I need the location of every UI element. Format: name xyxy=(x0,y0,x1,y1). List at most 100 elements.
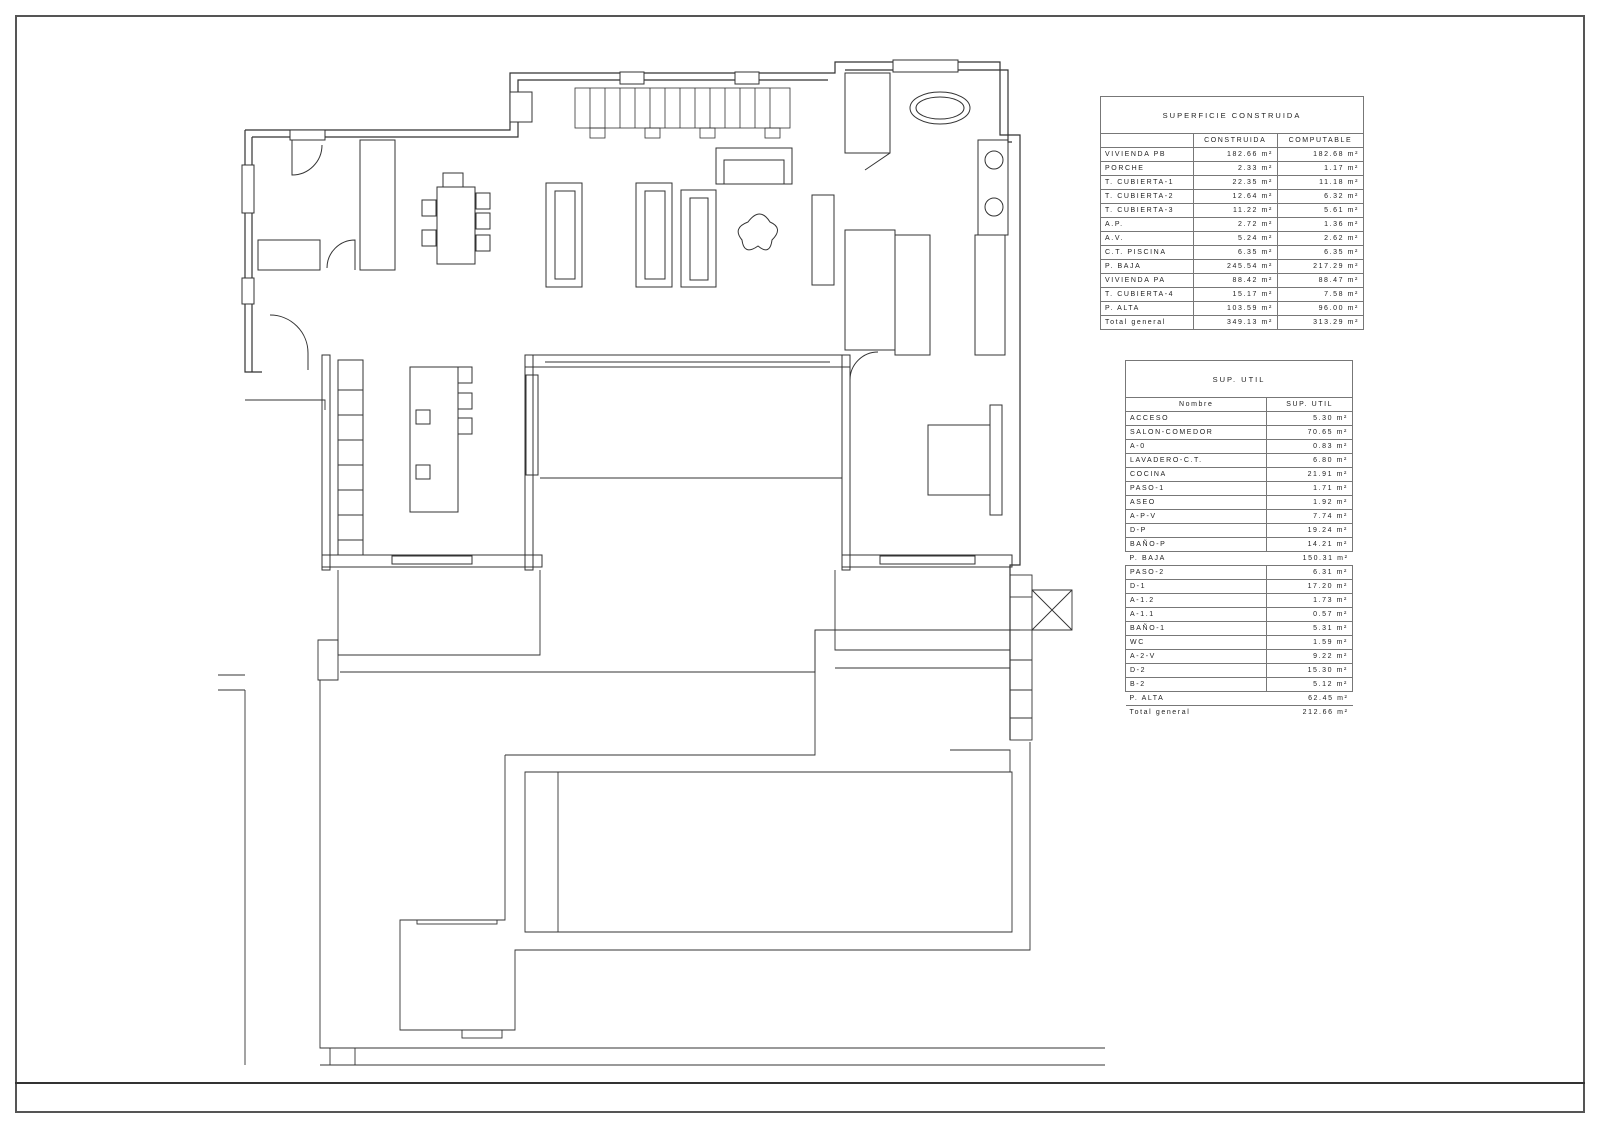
construida-value: 15.17 m² xyxy=(1192,287,1278,302)
area-value: 5.12 m² xyxy=(1266,677,1353,692)
row-name: VIVIENDA PA xyxy=(1100,273,1194,288)
area-value: 5.30 m² xyxy=(1266,411,1353,426)
room-name: SALON-COMEDOR xyxy=(1124,425,1268,440)
area-value: 150.31 m² xyxy=(1266,551,1353,566)
computable-value: 6.35 m² xyxy=(1276,245,1365,260)
area-value: 6.31 m² xyxy=(1266,565,1353,580)
interior-walls xyxy=(269,314,1013,571)
area-value: 15.30 m² xyxy=(1266,663,1353,678)
computable-value: 7.58 m² xyxy=(1276,287,1365,302)
room-name: D-P xyxy=(1124,523,1268,538)
computable-value: 1.36 m² xyxy=(1276,217,1365,232)
area-value: 21.91 m² xyxy=(1266,467,1353,482)
row-name: Total general xyxy=(1100,315,1194,330)
site-lines xyxy=(218,399,1105,1066)
computable-value: 217.29 m² xyxy=(1276,259,1365,274)
room-name: P. BAJA xyxy=(1125,551,1267,566)
room-name: B-2 xyxy=(1124,677,1268,692)
lavadero-room xyxy=(257,139,396,271)
room-name: D-1 xyxy=(1124,579,1268,594)
room-name: ASEO xyxy=(1124,495,1268,510)
construida-value: 5.24 m² xyxy=(1192,231,1278,246)
table-title: SUPERFICIE CONSTRUIDA xyxy=(1100,96,1364,134)
room-name: D-2 xyxy=(1124,663,1268,678)
area-value: 70.65 m² xyxy=(1266,425,1353,440)
computable-value: 11.18 m² xyxy=(1276,175,1365,190)
column-header xyxy=(1100,133,1194,148)
computable-value: 313.29 m² xyxy=(1276,315,1365,330)
area-value: 1.71 m² xyxy=(1266,481,1353,496)
computable-value: 1.17 m² xyxy=(1276,161,1365,176)
row-name: PORCHE xyxy=(1100,161,1194,176)
area-value: 14.21 m² xyxy=(1266,537,1353,552)
living-furniture xyxy=(545,147,835,288)
row-name: VIVIENDA PB xyxy=(1100,147,1194,162)
room-name: LAVADERO-C.T. xyxy=(1124,453,1268,468)
area-value: 0.83 m² xyxy=(1266,439,1353,454)
computable-value: 88.47 m² xyxy=(1276,273,1365,288)
area-value: 19.24 m² xyxy=(1266,523,1353,538)
row-name: P. ALTA xyxy=(1100,301,1194,316)
exterior-walls xyxy=(244,61,1021,740)
room-name: P. ALTA xyxy=(1125,691,1267,706)
area-value: 17.20 m² xyxy=(1266,579,1353,594)
row-name: T. CUBIERTA-2 xyxy=(1100,189,1194,204)
room-name: A-0 xyxy=(1124,439,1268,454)
master-bathroom xyxy=(844,72,1009,381)
construida-value: 2.33 m² xyxy=(1192,161,1278,176)
superficie-construida-table: SUPERFICIE CONSTRUIDA CONSTRUIDA COMPUTA… xyxy=(1100,96,1365,330)
area-value: 62.45 m² xyxy=(1266,691,1353,706)
construida-value: 103.59 m² xyxy=(1192,301,1278,316)
table-row: LAVADERO-C.T.6.80 m² xyxy=(1124,453,1353,468)
room-name: A-P-V xyxy=(1124,509,1268,524)
row-name: A.P. xyxy=(1100,217,1194,232)
room-name: A-2-V xyxy=(1124,649,1268,664)
area-value: 9.22 m² xyxy=(1266,649,1353,664)
computable-value: 2.62 m² xyxy=(1276,231,1365,246)
area-value: 212.66 m² xyxy=(1302,709,1349,716)
construida-value: 2.72 m² xyxy=(1192,217,1278,232)
room-name: A-1.1 xyxy=(1124,607,1268,622)
room-name: WC xyxy=(1124,635,1268,650)
computable-value: 5.61 m² xyxy=(1276,203,1365,218)
computable-value: 96.00 m² xyxy=(1276,301,1365,316)
room-name: PASO-2 xyxy=(1124,565,1268,580)
construida-value: 11.22 m² xyxy=(1192,203,1278,218)
row-name: P. BAJA xyxy=(1100,259,1194,274)
row-name: T. CUBIERTA-3 xyxy=(1100,203,1194,218)
row-name: T. CUBIERTA-4 xyxy=(1100,287,1194,302)
column-header: Nombre xyxy=(1124,397,1268,412)
area-value: 5.31 m² xyxy=(1266,621,1353,636)
room-name: BAÑO-P xyxy=(1124,537,1268,552)
column-header: CONSTRUIDA xyxy=(1192,133,1278,148)
table-title: SUP. UTIL xyxy=(1125,360,1353,398)
dining-table xyxy=(421,172,491,265)
computable-value: 182.68 m² xyxy=(1276,147,1365,162)
